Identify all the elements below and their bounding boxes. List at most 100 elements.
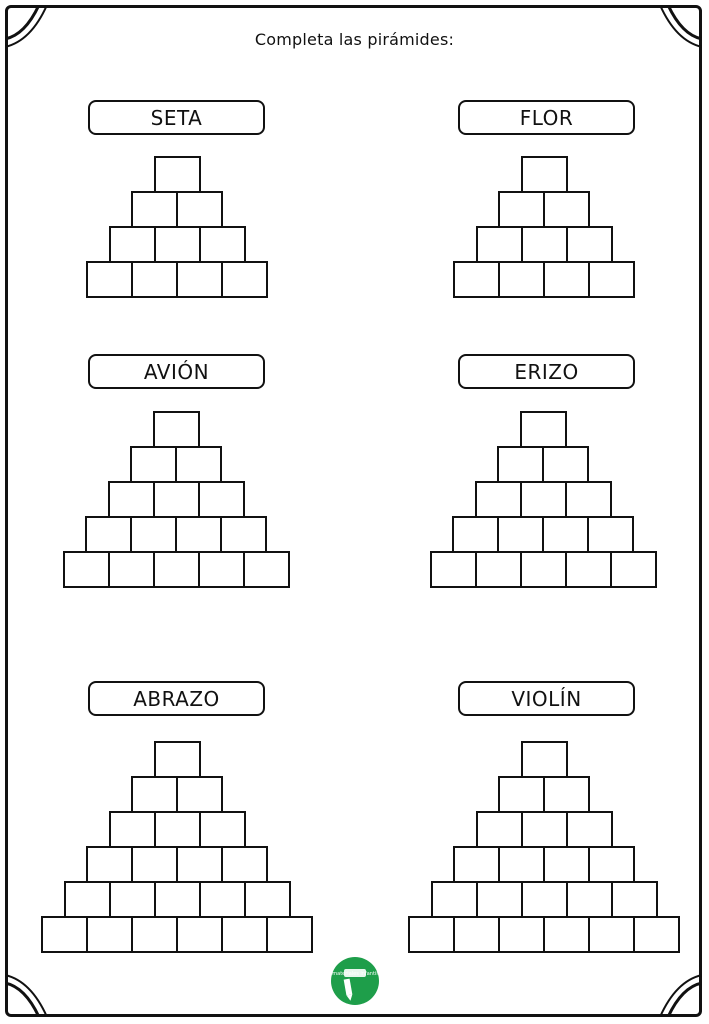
pyramid-brick[interactable]: [453, 846, 500, 883]
pyramid-brick[interactable]: [520, 226, 568, 263]
pyramid-brick[interactable]: [429, 551, 477, 588]
pyramid-brick[interactable]: [452, 516, 499, 553]
pyramid-brick[interactable]: [131, 261, 178, 298]
pyramid-brick[interactable]: [131, 916, 178, 953]
pyramid-brick[interactable]: [130, 446, 177, 483]
pyramid-brick[interactable]: [408, 916, 455, 953]
pyramid-brick[interactable]: [520, 741, 568, 778]
pyramid-brick[interactable]: [152, 481, 200, 518]
pyramid-brick[interactable]: [453, 916, 500, 953]
pyramid-brick[interactable]: [453, 261, 500, 298]
pyramid-brick[interactable]: [564, 481, 612, 518]
pyramid-brick[interactable]: [221, 916, 268, 953]
pyramid-brick[interactable]: [564, 551, 612, 588]
pyramid-brick[interactable]: [588, 916, 635, 953]
pyramid-brick[interactable]: [519, 411, 567, 448]
pyramid-brick[interactable]: [519, 551, 567, 588]
pyramid-brick[interactable]: [62, 551, 110, 588]
pyramid-brick[interactable]: [588, 846, 635, 883]
pyramid-brick[interactable]: [175, 446, 222, 483]
pyramid-brick[interactable]: [152, 551, 200, 588]
pyramid-brick[interactable]: [498, 846, 545, 883]
pyramid-brick[interactable]: [498, 191, 545, 228]
pyramid-brick[interactable]: [198, 881, 246, 918]
pyramid-brick[interactable]: [131, 846, 178, 883]
worksheet-instruction: Completa las pirámides:: [254, 30, 455, 49]
pyramid-brick[interactable]: [543, 261, 590, 298]
pyramid-brick[interactable]: [107, 481, 155, 518]
pyramid-brick[interactable]: [108, 226, 156, 263]
pyramid-brick[interactable]: [520, 811, 568, 848]
pyramid-brick[interactable]: [176, 846, 223, 883]
pyramid-brick[interactable]: [475, 226, 523, 263]
corner-ornament-bottom-left: [5, 974, 48, 1017]
pyramid-brick[interactable]: [131, 191, 178, 228]
pyramid-brick[interactable]: [176, 261, 223, 298]
pyramid-brick[interactable]: [543, 776, 590, 813]
pyramid-brick[interactable]: [197, 481, 245, 518]
pyramid-brick[interactable]: [131, 776, 178, 813]
pyramid-brick[interactable]: [176, 776, 223, 813]
pyramid-brick[interactable]: [543, 846, 590, 883]
pyramid-brick[interactable]: [198, 226, 246, 263]
pyramid-brick[interactable]: [107, 551, 155, 588]
pyramid-brick[interactable]: [153, 881, 201, 918]
pyramid-brick[interactable]: [152, 411, 200, 448]
corner-ornament-top-left: [5, 5, 48, 48]
pyramid-brick[interactable]: [588, 261, 635, 298]
pencil-icon: [343, 969, 366, 1001]
pyramid-brick[interactable]: [153, 226, 201, 263]
pyramid-brick[interactable]: [497, 446, 544, 483]
pyramid-brick[interactable]: [153, 741, 201, 778]
page-frame: [5, 5, 702, 1017]
pyramid-brick[interactable]: [498, 776, 545, 813]
pyramid-brick[interactable]: [520, 156, 568, 193]
pyramid-brick[interactable]: [176, 916, 223, 953]
pyramid-brick[interactable]: [86, 846, 133, 883]
pyramid-brick[interactable]: [266, 916, 313, 953]
pyramid-brick[interactable]: [86, 261, 133, 298]
logo-text: materiales infantil: [332, 971, 378, 977]
pyramid-brick[interactable]: [176, 191, 223, 228]
pyramid-brick[interactable]: [475, 811, 523, 848]
pyramid-brick[interactable]: [609, 551, 657, 588]
pyramid-brick[interactable]: [198, 811, 246, 848]
pyramid-brick[interactable]: [175, 516, 222, 553]
pyramid-brick[interactable]: [108, 881, 156, 918]
pyramid-brick[interactable]: [221, 846, 268, 883]
pyramid-brick[interactable]: [221, 261, 268, 298]
pyramid-brick[interactable]: [85, 516, 132, 553]
pyramid-brick[interactable]: [587, 516, 634, 553]
pyramid-brick[interactable]: [542, 446, 589, 483]
pyramid-brick[interactable]: [565, 811, 613, 848]
pyramid-brick[interactable]: [41, 916, 88, 953]
pyramid-brick[interactable]: [130, 516, 177, 553]
pyramid-brick[interactable]: [430, 881, 478, 918]
pyramid-brick[interactable]: [520, 881, 568, 918]
pyramid-brick[interactable]: [565, 881, 613, 918]
pyramid-brick[interactable]: [220, 516, 267, 553]
pyramid-brick[interactable]: [633, 916, 680, 953]
pyramid-brick[interactable]: [243, 881, 291, 918]
pyramid-brick[interactable]: [497, 516, 544, 553]
pyramid-brick[interactable]: [153, 811, 201, 848]
pyramid-brick[interactable]: [610, 881, 658, 918]
pyramid-brick[interactable]: [543, 191, 590, 228]
pyramid-brick[interactable]: [475, 881, 523, 918]
pyramid-brick[interactable]: [63, 881, 111, 918]
pyramid-brick[interactable]: [86, 916, 133, 953]
pyramid-brick[interactable]: [519, 481, 567, 518]
pyramid-brick[interactable]: [474, 551, 522, 588]
pyramid-brick[interactable]: [498, 261, 545, 298]
pyramid-brick[interactable]: [565, 226, 613, 263]
corner-ornament-top-right: [659, 5, 702, 48]
pyramid-brick[interactable]: [542, 516, 589, 553]
pyramid-brick[interactable]: [108, 811, 156, 848]
word-label-6: VIOLÍN: [458, 681, 635, 716]
pyramid-brick[interactable]: [197, 551, 245, 588]
pyramid-brick[interactable]: [543, 916, 590, 953]
pyramid-brick[interactable]: [242, 551, 290, 588]
pyramid-brick[interactable]: [474, 481, 522, 518]
pyramid-brick[interactable]: [153, 156, 201, 193]
pyramid-brick[interactable]: [498, 916, 545, 953]
